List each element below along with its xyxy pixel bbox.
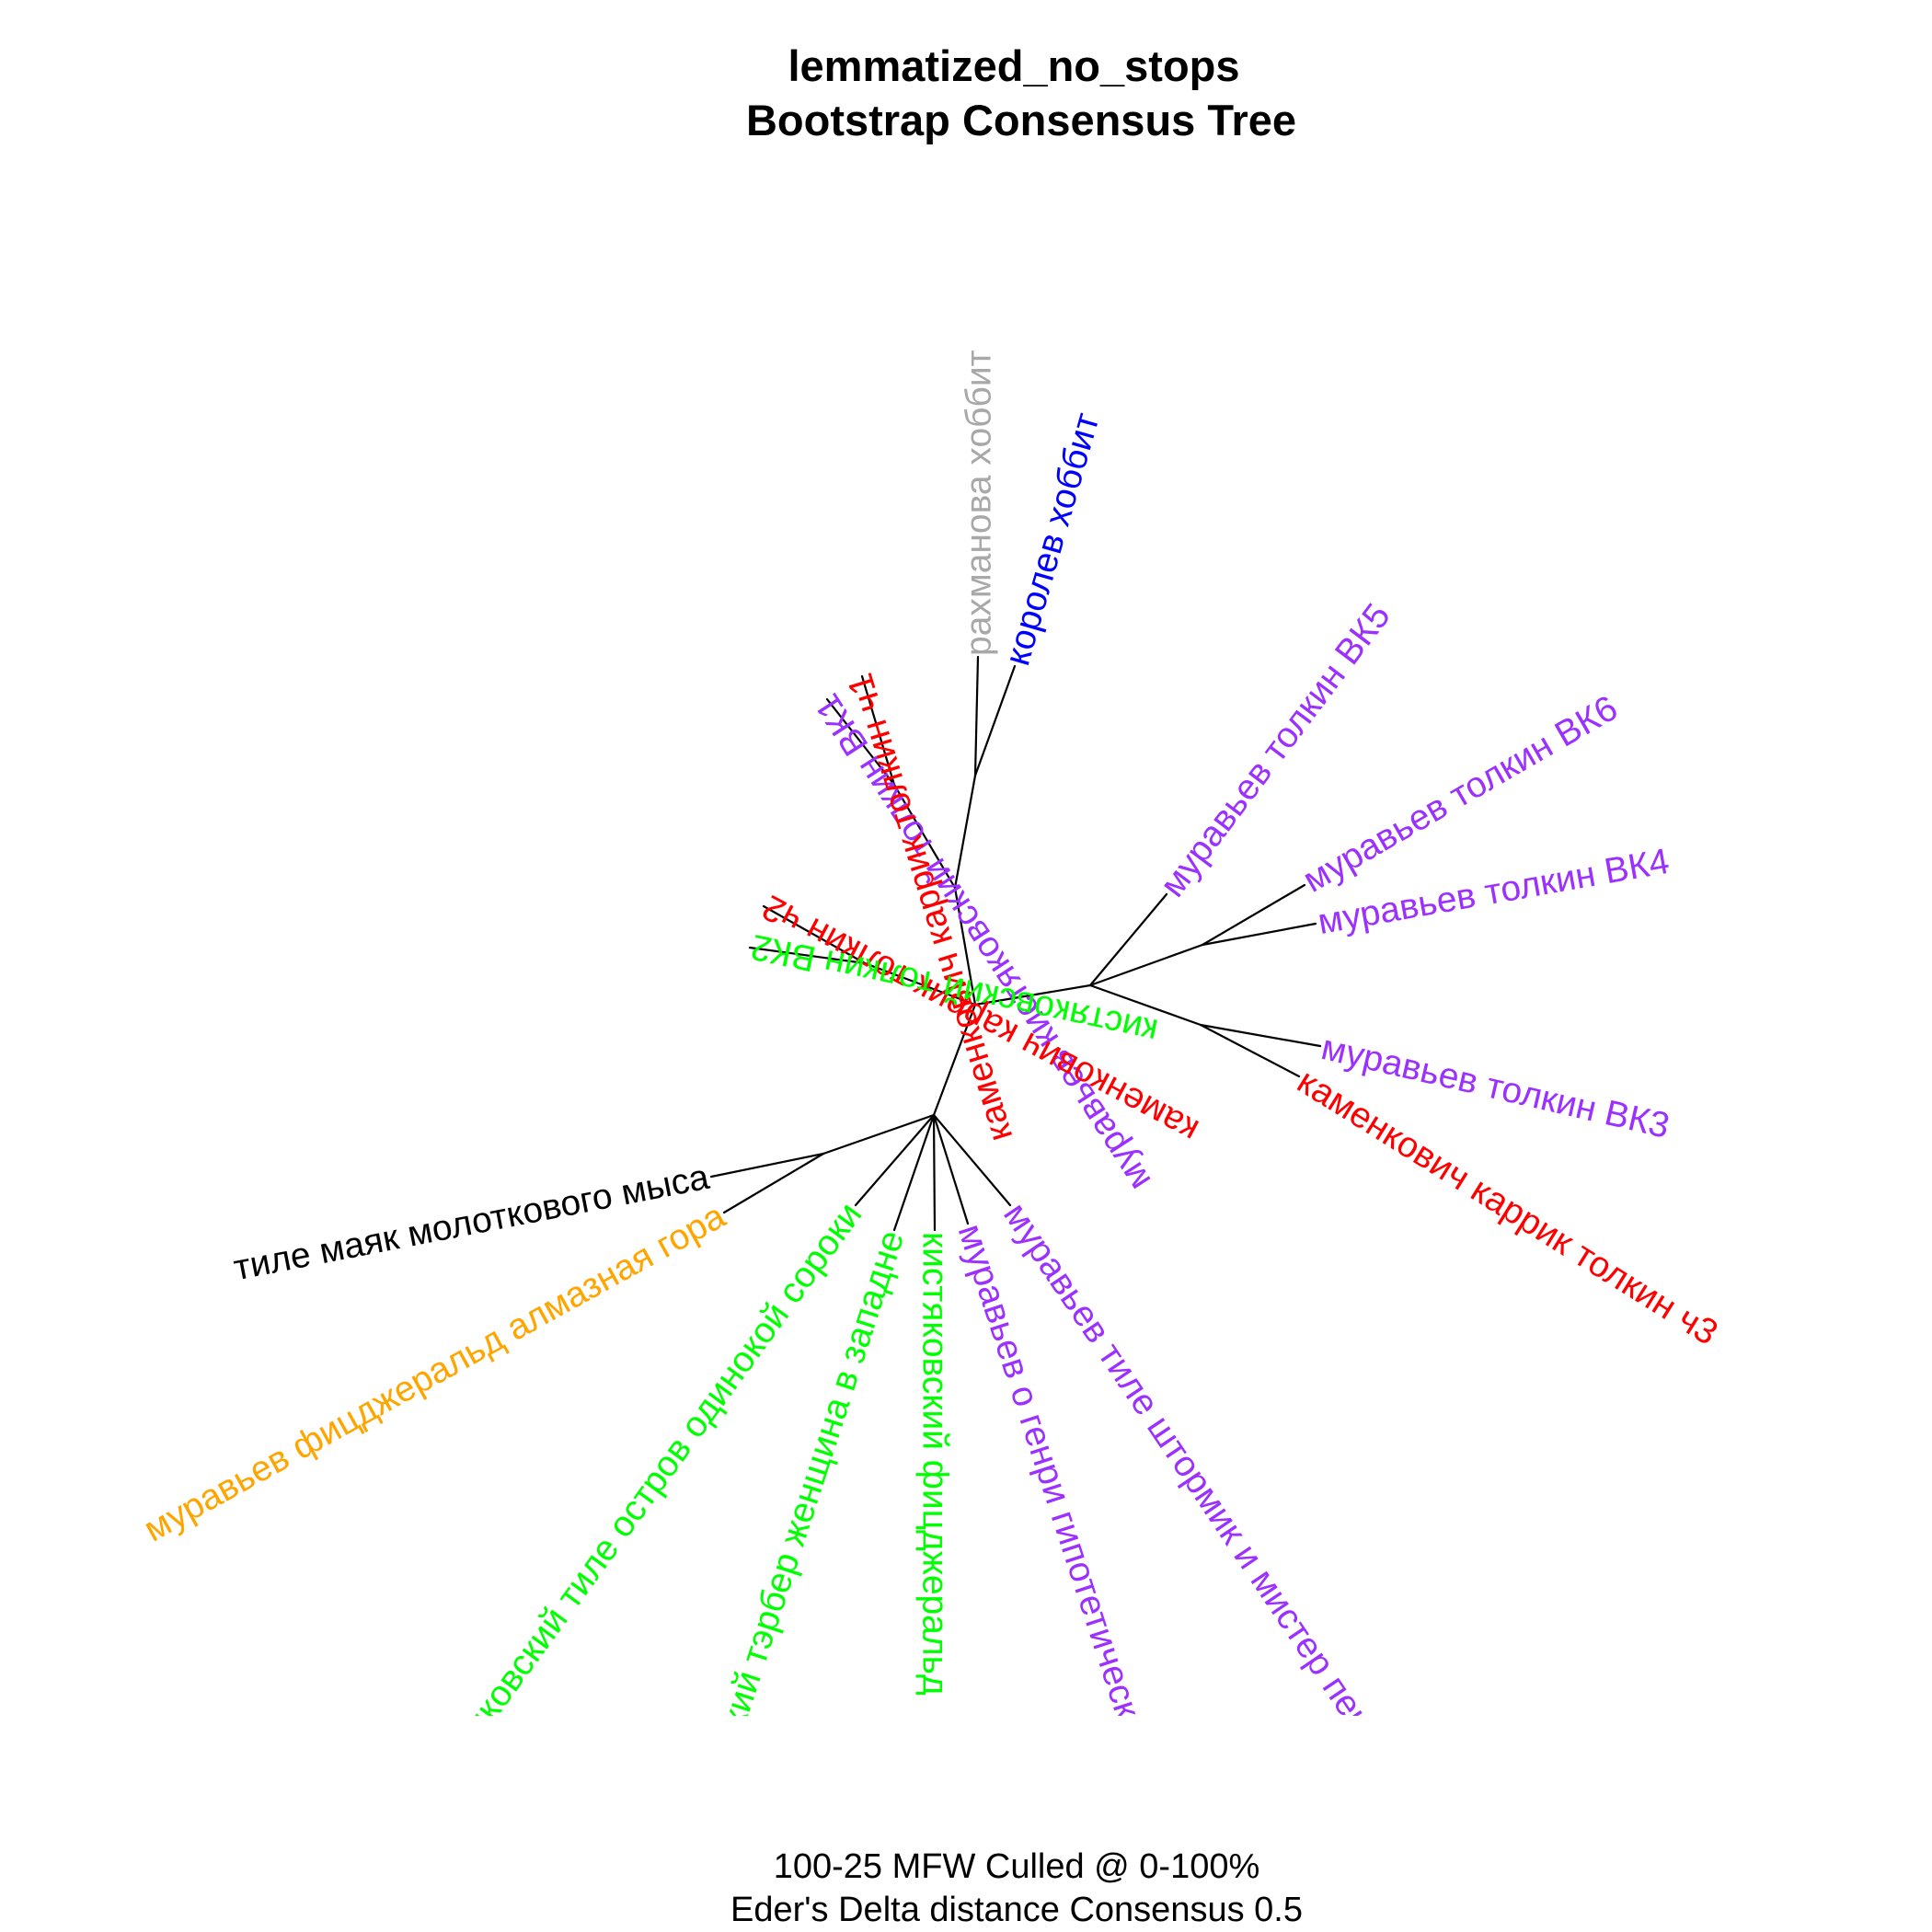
internal-branch — [1088, 983, 1202, 1027]
tip-label: королев хоббит — [997, 408, 1107, 670]
internal-branch — [932, 1003, 977, 1117]
tip-branch — [1201, 883, 1306, 947]
internal-branch — [822, 1113, 936, 1156]
tip-branch — [854, 1113, 936, 1207]
tip-branch — [973, 655, 980, 777]
tip-branch — [709, 1152, 825, 1179]
tip-branch — [932, 1113, 970, 1225]
tip-branch — [748, 946, 867, 965]
tip-branch — [1088, 892, 1168, 987]
tip-label: каменкович каррик толкин ч1 — [840, 669, 1020, 1146]
tip-branch — [722, 1152, 825, 1214]
tip-branch — [762, 904, 867, 965]
caption-line-2: Eder's Delta distance Consensus 0.5 — [730, 1891, 1303, 1929]
internal-branch — [973, 983, 1092, 1006]
tip-branch — [892, 1113, 936, 1232]
tree-plot-area: муравьев кистяковский толкин ВК1каменков… — [137, 350, 1724, 1716]
tip-branch — [1201, 922, 1317, 947]
tip-branch — [932, 1113, 937, 1232]
internal-branch — [953, 886, 977, 1006]
tip-label: рахманова хоббит — [960, 350, 999, 656]
internal-branch — [863, 961, 977, 1006]
caption-line-1: 100-25 MFW Culled @ 0-100% — [774, 1847, 1260, 1886]
tip-label: кистяковский фицджеральд — [915, 1232, 955, 1696]
tree-title-line-1: lemmatized_no_stops — [788, 41, 1239, 90]
internal-branch — [1088, 943, 1204, 987]
internal-branch — [953, 774, 977, 890]
tree-branches — [709, 655, 1322, 1232]
tip-branch — [932, 1113, 1012, 1207]
tip-branch — [973, 664, 1017, 777]
tip-branch — [860, 674, 896, 787]
internal-branch — [892, 783, 957, 890]
tree-title-line-2: Bootstrap Consensus Tree — [746, 96, 1296, 144]
tip-branch — [1199, 1023, 1322, 1048]
tip-branch — [1199, 1023, 1301, 1078]
tip-branch — [825, 697, 896, 787]
